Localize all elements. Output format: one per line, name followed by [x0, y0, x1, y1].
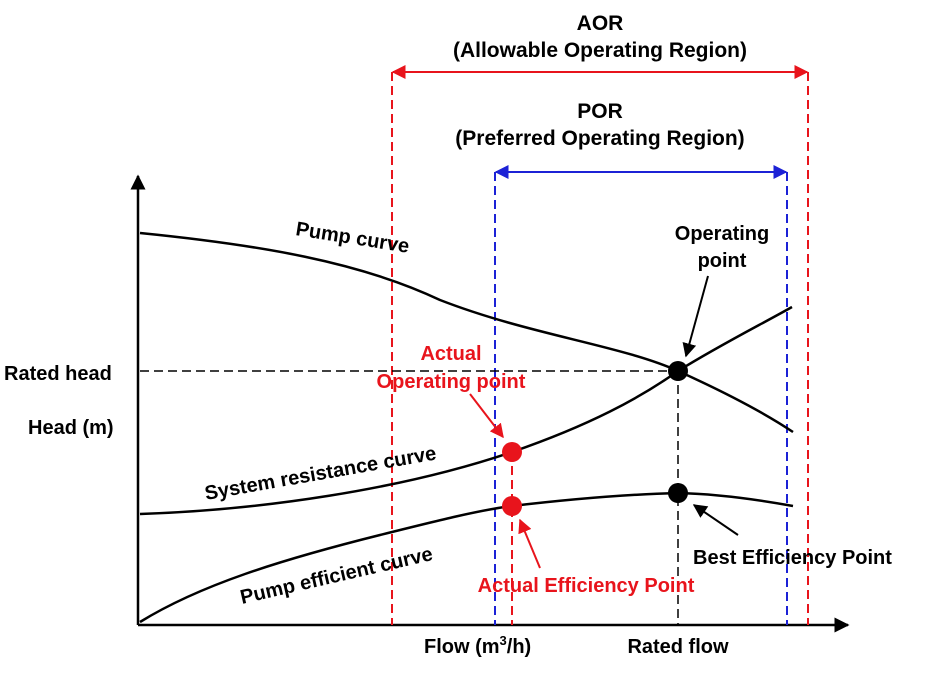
operating-point-label-line2: point: [698, 250, 747, 272]
actual-operating-label-line2: Operating point: [377, 371, 526, 393]
pump-efficient-curve: [139, 491, 794, 624]
actual-operating-point-marker: [502, 442, 522, 462]
rated-flow-label: Rated flow: [627, 636, 729, 658]
aor-subtitle: (Allowable Operating Region): [453, 39, 747, 62]
best-efficiency-pointer: [692, 504, 739, 536]
pump-curve-label: Pump curve: [294, 218, 411, 258]
rated-head-label: Rated head: [4, 363, 112, 385]
operating-point-marker: [668, 361, 688, 381]
best-efficiency-point-marker: [668, 483, 688, 503]
best-efficiency-label: Best Efficiency Point: [693, 547, 892, 569]
system-resistance-curve: [139, 305, 793, 516]
flow-axis-label: Flow (m3/h): [424, 633, 531, 658]
por-subtitle: (Preferred Operating Region): [455, 127, 744, 150]
operating-point-label-line1: Operating: [675, 223, 769, 245]
pump-efficient-label: Pump efficient curve: [238, 543, 435, 609]
operating-point-pointer: [682, 275, 709, 358]
actual-efficiency-label: Actual Efficiency Point: [478, 575, 695, 597]
actual-efficiency-pointer: [518, 518, 541, 569]
pump-curve: [139, 231, 794, 434]
system-resistance-label: System resistance curve: [203, 443, 438, 505]
actual-operating-pointer: [469, 393, 504, 439]
actual-efficiency-point-marker: [502, 496, 522, 516]
actual-operating-label-line1: Actual: [420, 343, 481, 365]
por-title: POR: [577, 100, 623, 123]
head-axis-label: Head (m): [28, 417, 114, 439]
aor-title: AOR: [577, 12, 624, 35]
